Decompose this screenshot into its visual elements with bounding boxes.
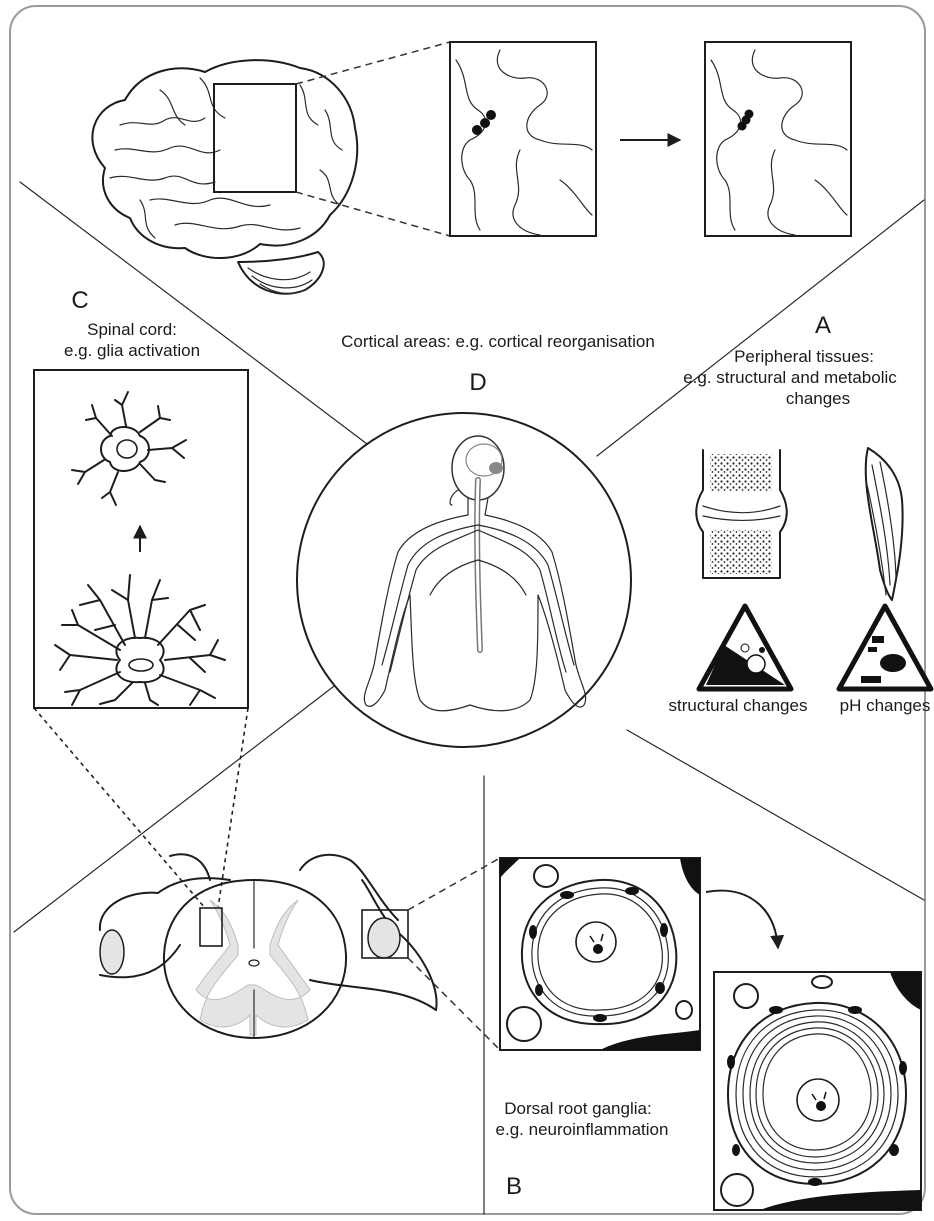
panel-a-title-line3: changes: [786, 389, 850, 408]
panel-c-title-line2: e.g. glia activation: [64, 341, 200, 360]
drg-cell-before: [500, 858, 700, 1050]
caption-ph-changes: pH changes: [840, 696, 931, 715]
cortex-zoom-before: [450, 42, 596, 236]
panel-a-title-line1: Peripheral tissues:: [734, 347, 874, 366]
caption-structural-changes: structural changes: [669, 696, 808, 715]
panel-a-letter: A: [815, 312, 831, 339]
cortex-zoom-after: [705, 42, 851, 236]
panel-b-title-line1: Dorsal root ganglia:: [504, 1099, 651, 1118]
drg-cell-after: [714, 972, 921, 1210]
cortex-dot: [472, 125, 482, 135]
cortex-dot: [745, 110, 754, 119]
cortex-dot: [486, 110, 496, 120]
panel-a-title-line2: e.g. structural and metabolic: [683, 368, 897, 387]
panel-d-title: Cortical areas: e.g. cortical reorganisa…: [341, 332, 655, 351]
panel-c-letter: C: [71, 287, 88, 314]
panel-b-title-line2: e.g. neuroinflammation: [496, 1120, 669, 1139]
panel-c-title-line1: Spinal cord:: [87, 320, 177, 339]
cortex-dot: [480, 118, 490, 128]
panel-b-letter: B: [506, 1173, 522, 1200]
panel-d-letter: D: [469, 369, 486, 396]
